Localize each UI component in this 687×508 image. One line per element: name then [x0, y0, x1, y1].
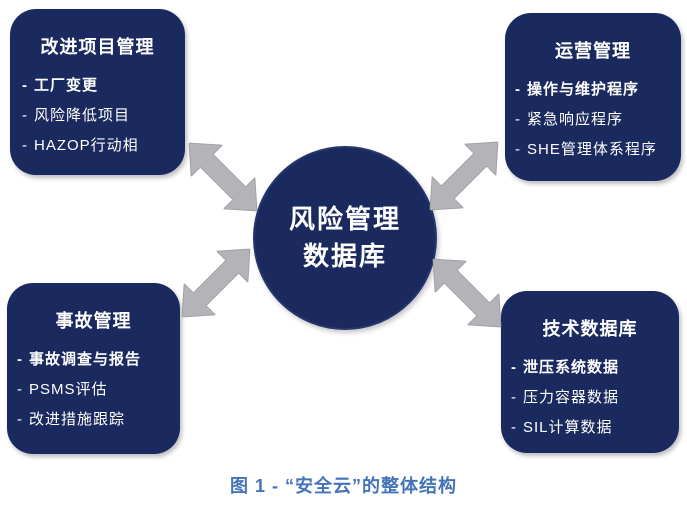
- double-arrow-icon: [167, 234, 266, 333]
- node-technical-database: 技术数据库 -泄压系统数据 -压力容器数据 -SIL计算数据: [501, 291, 679, 453]
- list-item: -风险降低项目: [22, 101, 185, 131]
- list-item: -SIL计算数据: [511, 413, 679, 443]
- list-item-label: PSMS评估: [29, 381, 108, 398]
- list-item: -改进措施跟踪: [17, 405, 180, 435]
- node-item-list: -操作与维护程序 -紧急响应程序 -SHE管理体系程序: [505, 75, 681, 165]
- bullet-dash: -: [17, 411, 23, 428]
- list-item-label: SHE管理体系程序: [527, 141, 657, 158]
- node-title: 运营管理: [555, 41, 631, 61]
- node-item-list: -工厂变更 -风险降低项目 -HAZOP行动相: [10, 71, 185, 161]
- node-improvement-project-management: 改进项目管理 -工厂变更 -风险降低项目 -HAZOP行动相: [10, 9, 185, 175]
- node-incident-management: 事故管理 -事故调查与报告 -PSMS评估 -改进措施跟踪: [7, 283, 180, 454]
- bullet-dash: -: [515, 141, 521, 158]
- list-item-label: HAZOP行动相: [34, 137, 139, 154]
- list-item-label: 事故调查与报告: [29, 351, 142, 368]
- list-item: -压力容器数据: [511, 383, 679, 413]
- hub-label-line2: 数据库: [302, 241, 387, 271]
- list-item: -事故调查与报告: [17, 345, 180, 375]
- bullet-dash: -: [511, 389, 517, 406]
- node-item-list: -事故调查与报告 -PSMS评估 -改进措施跟踪: [7, 345, 180, 435]
- list-item: -SHE管理体系程序: [515, 135, 681, 165]
- list-item-label: 改进措施跟踪: [29, 411, 126, 428]
- bullet-dash: -: [17, 381, 23, 398]
- list-item-label: 紧急响应程序: [527, 111, 624, 128]
- double-arrow-icon: [415, 127, 514, 226]
- node-operations-management: 运营管理 -操作与维护程序 -紧急响应程序 -SHE管理体系程序: [505, 13, 681, 181]
- double-arrow-icon: [174, 128, 273, 227]
- bullet-dash: -: [515, 81, 521, 98]
- list-item: -操作与维护程序: [515, 75, 681, 105]
- bullet-dash: -: [17, 351, 23, 368]
- list-item-label: 泄压系统数据: [523, 359, 620, 376]
- bullet-dash: -: [511, 419, 517, 436]
- node-title: 事故管理: [55, 311, 132, 331]
- list-item-label: SIL计算数据: [523, 419, 613, 436]
- node-item-list: -泄压系统数据 -压力容器数据 -SIL计算数据: [501, 353, 679, 443]
- bullet-dash: -: [22, 107, 28, 124]
- hub-risk-management-database: 风险管理 数据库: [253, 146, 437, 330]
- bullet-dash: -: [511, 359, 517, 376]
- bullet-dash: -: [22, 137, 28, 154]
- node-title: 技术数据库: [542, 319, 638, 339]
- bullet-dash: -: [515, 111, 521, 128]
- list-item: -紧急响应程序: [515, 105, 681, 135]
- list-item: -泄压系统数据: [511, 353, 679, 383]
- list-item: -HAZOP行动相: [22, 131, 185, 161]
- list-item-label: 操作与维护程序: [527, 81, 640, 98]
- bullet-dash: -: [22, 77, 28, 94]
- hub-label-line1: 风险管理: [288, 204, 401, 234]
- list-item-label: 压力容器数据: [523, 389, 620, 406]
- list-item: -工厂变更: [22, 71, 185, 101]
- list-item-label: 工厂变更: [34, 77, 99, 94]
- list-item: -PSMS评估: [17, 375, 180, 405]
- list-item-label: 风险降低项目: [34, 107, 131, 124]
- double-arrow-icon: [418, 244, 517, 343]
- figure-caption: 图 1 - “安全云”的整体结构: [229, 476, 457, 496]
- node-title: 改进项目管理: [40, 37, 155, 57]
